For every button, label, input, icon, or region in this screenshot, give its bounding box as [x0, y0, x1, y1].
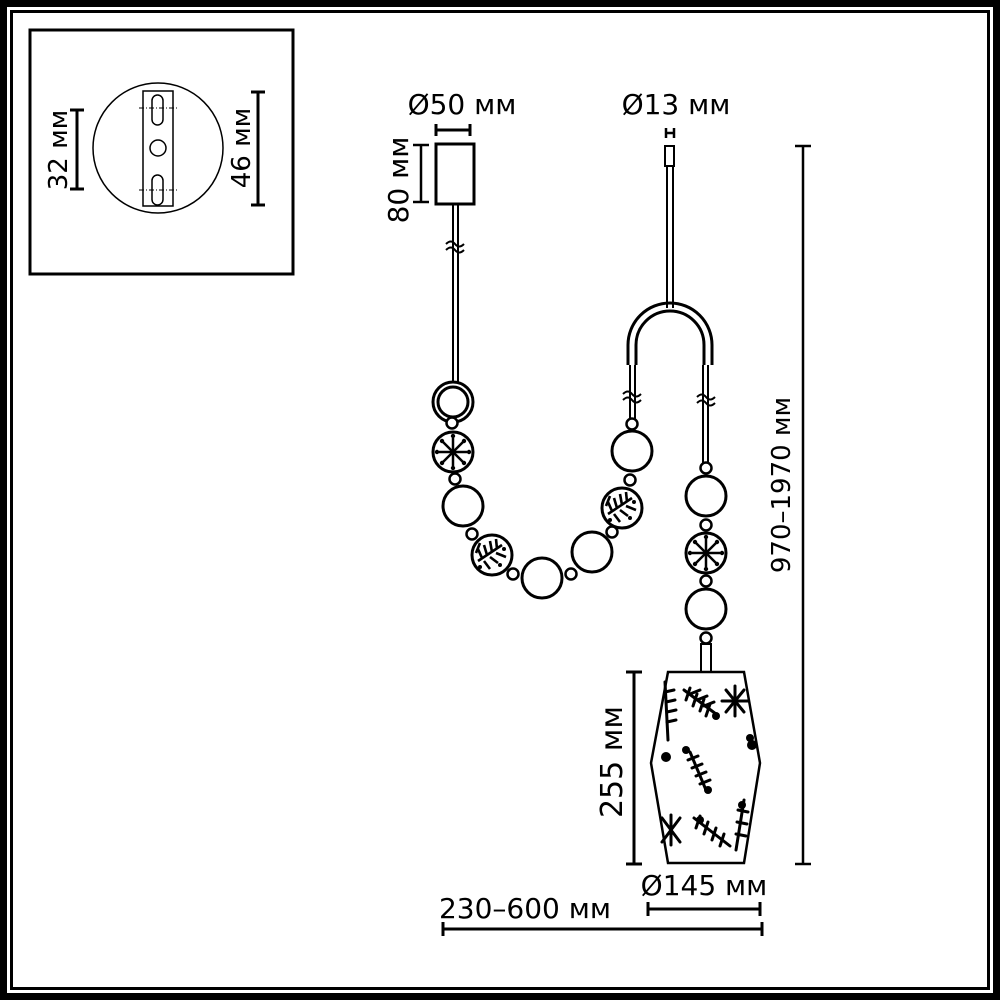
- dim-horizontal-span: 230–600 мм: [439, 892, 611, 925]
- dimension-lines: [441, 144, 811, 936]
- dim-total-height: 970–1970 мм: [767, 397, 797, 573]
- dim-rod-diameter: Ø13 мм: [622, 88, 731, 121]
- dim-canopy-height: 80 мм: [382, 137, 415, 224]
- lamp-shade: [649, 670, 762, 865]
- rod-and-hook: [622, 128, 716, 468]
- inset-dim-32: 32 мм: [44, 110, 74, 191]
- bead-drop: [684, 461, 728, 673]
- inset-dim-46: 46 мм: [227, 108, 257, 189]
- dim-shade-diameter: Ø145 мм: [641, 869, 768, 902]
- dim-canopy-diameter: Ø50 мм: [408, 88, 517, 121]
- inset-mount-plate: [28, 28, 295, 276]
- canopy: [413, 124, 476, 388]
- bead-chain: [431, 380, 654, 600]
- dim-shade-height: 255 мм: [595, 706, 630, 818]
- inner-frame: [10, 10, 990, 990]
